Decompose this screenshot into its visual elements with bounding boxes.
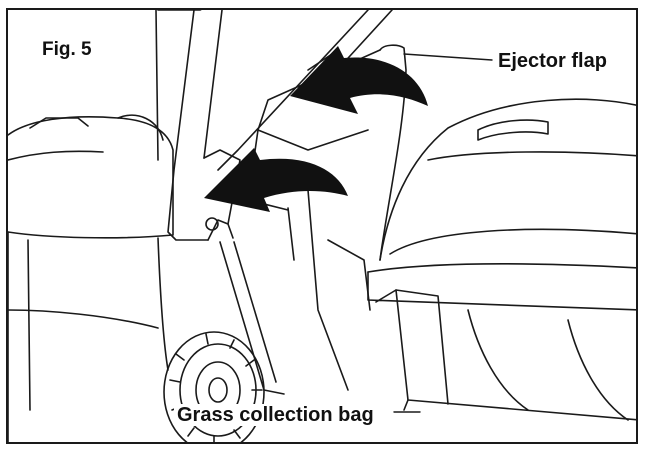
mower-frame-legs bbox=[219, 189, 371, 395]
diagram-frame: Fig. 5 Ejector flap Grass collection bag bbox=[6, 8, 638, 444]
mower-handle bbox=[155, 10, 393, 241]
rear-wheel bbox=[163, 331, 265, 442]
ejector-flap-callout: Ejector flap bbox=[496, 50, 609, 72]
mower-front-cover bbox=[367, 98, 636, 311]
grass-collection-bag-callout: Grass collection bag bbox=[174, 404, 377, 426]
swing-arrow-upper bbox=[290, 46, 428, 114]
grass-collection-bag-shape bbox=[375, 289, 636, 421]
figure-number-label: Fig. 5 bbox=[42, 39, 92, 60]
mower-rear-housing bbox=[8, 114, 174, 442]
ejector-flap-leader-line bbox=[403, 53, 493, 61]
lawnmower-illustration bbox=[8, 10, 636, 442]
swing-arrow-lower bbox=[204, 148, 348, 212]
